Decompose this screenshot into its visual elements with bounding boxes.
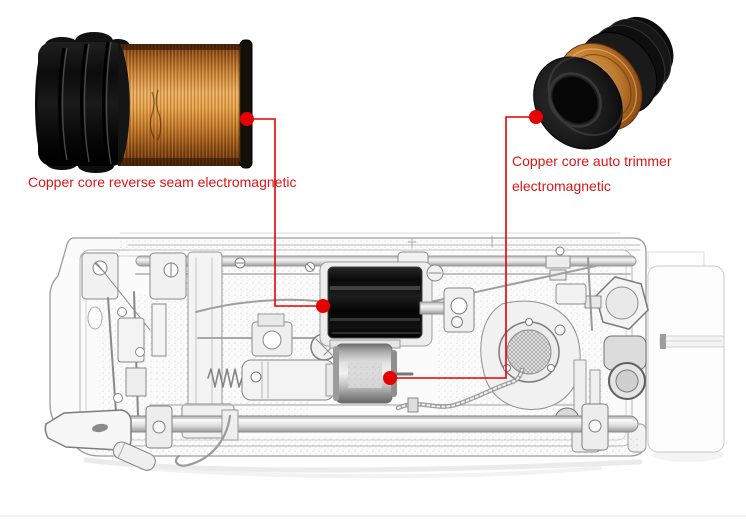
callout-auto-trimmer-line (383, 110, 543, 385)
reverse-seam-solenoid-drawing (319, 261, 475, 347)
callout-reverse-seam-line (240, 112, 330, 313)
auto-trimmer-caption-line2: electromagnetic (512, 178, 611, 194)
coil-spring (207, 368, 257, 388)
coil-body (35, 32, 253, 173)
left-linkage (95, 261, 167, 417)
tension-barrel (241, 313, 337, 401)
needle-plate-extension (647, 251, 725, 453)
trimmer-motor-drawing (329, 339, 414, 404)
bottom-drive-shaft (85, 403, 639, 451)
auto-trimmer-caption: Copper core auto trimmer electromagnetic (512, 149, 672, 199)
braided-cable (395, 367, 525, 413)
auto-trimmer-caption-line1: Copper core auto trimmer (512, 153, 672, 169)
spool-body (533, 16, 674, 150)
reverse-seam-caption: Copper core reverse seam electromagnetic (28, 174, 297, 190)
hanging-wire (174, 414, 232, 467)
spool-bore (552, 76, 598, 124)
small-cylinder (112, 441, 156, 471)
